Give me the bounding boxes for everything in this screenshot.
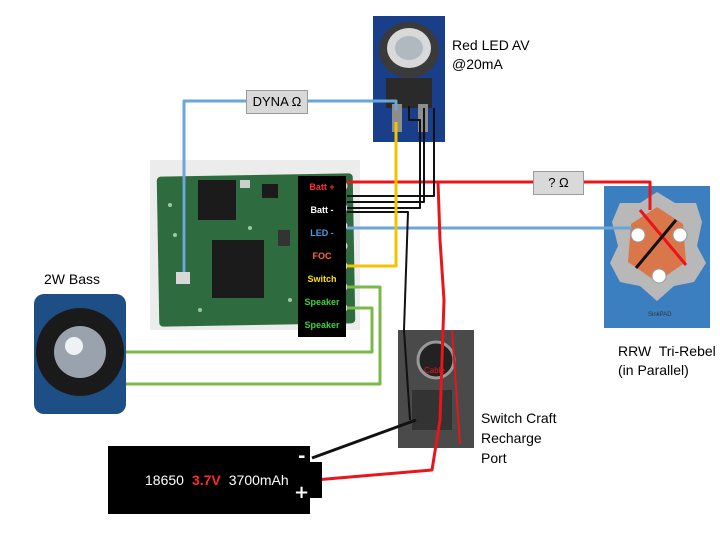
board-pin-label: Speaker [304,320,340,330]
red-led-label: Red LED AV @20mA [452,37,530,72]
wires [126,99,688,482]
black-wire-batt [311,418,417,460]
battery-negative: - [298,446,306,467]
cable-tag: Cable [424,366,445,375]
black-wire-1 [347,108,435,197]
battery-voltage: 3.7V [191,472,221,488]
tri-rebel-led: SinkPAD [604,186,710,328]
speaker [34,294,126,414]
led-resistor: ? Ω [533,171,584,195]
board-pin-label: Speaker [304,297,340,307]
yellow-wire-switch [347,122,398,268]
tri-rebel-label: RRW Tri-Rebel (in Parallel) [618,343,716,378]
green-wire-1 [126,285,382,386]
black-wire-2 [347,108,425,203]
battery-capacity: 3700mAh [228,472,289,488]
speaker-label: 2W Bass [44,271,101,287]
recharge-port-label: Switch Craft Recharge Port [481,410,557,466]
recharge-port [398,330,474,448]
red-wire-port [314,181,446,482]
battery-body [108,446,310,514]
dyna-resistor: DYNA Ω [246,90,308,114]
board-pin-label: FOC [312,251,332,261]
battery-model: 18650 [145,472,184,488]
battery-label: 18650 3.7V 3700mAh [145,472,297,488]
red-wire-led [582,180,652,210]
microcontroller-chip [212,240,264,298]
red-wire-port-pin [451,329,461,445]
black-wire-star [634,219,678,269]
blue-wire-dyna [182,99,246,272]
battery-tip [308,462,322,498]
led-star-text: SinkPAD [648,312,672,318]
board-pin-label: LED - [310,228,334,238]
board-pin-label: Batt - [310,205,334,215]
green-wire-2 [126,306,374,354]
blue-wire-switch [306,99,398,110]
board-pin-label: Switch [307,274,337,284]
battery-positive: + [294,482,310,503]
black-wire-4 [347,211,411,421]
board-pin-label: Batt + [309,182,335,192]
